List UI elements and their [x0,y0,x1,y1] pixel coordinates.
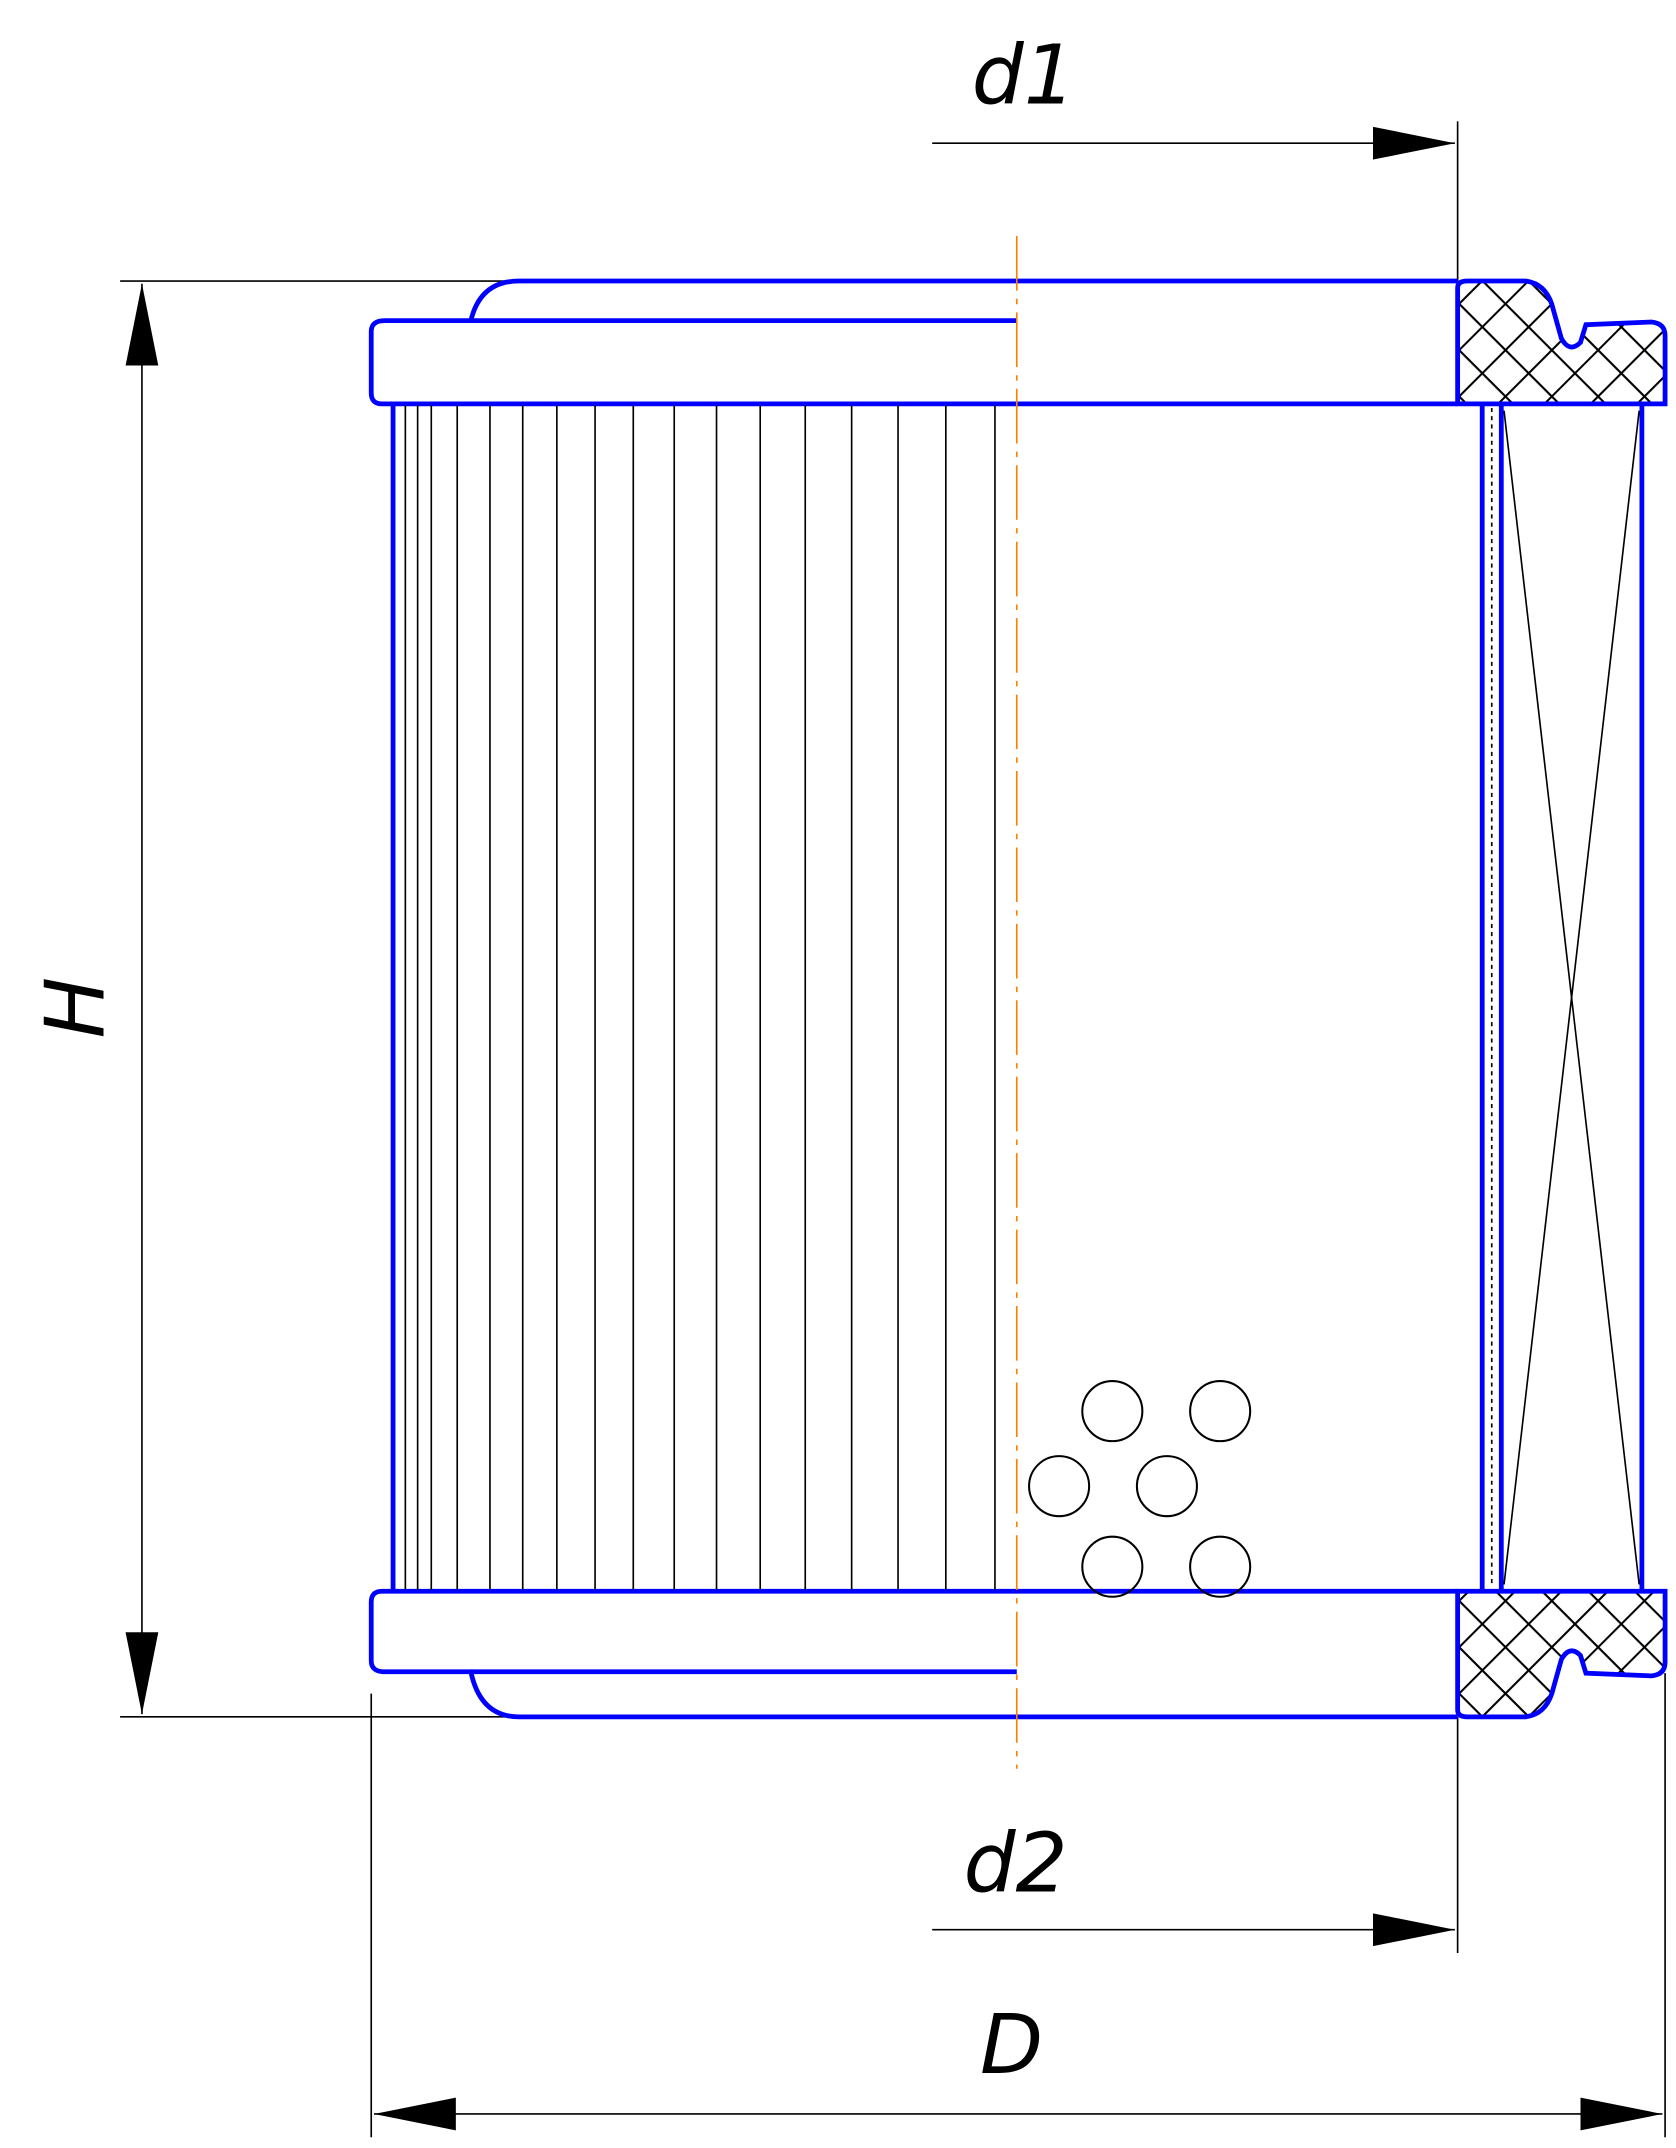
hole [1189,1535,1252,1598]
bottom-cap [368,1588,1458,1720]
dimensions [120,121,1666,2138]
core-cross [1490,407,1640,1588]
hole [1081,1380,1144,1443]
label-h: H [29,977,124,1039]
top-cap [368,278,1458,407]
label-d2: d2 [964,1817,1068,1912]
hole [1028,1455,1091,1518]
cross-line [1503,410,1640,1585]
label-d: D [980,1998,1043,2093]
bottom-seal [1455,1588,1668,1720]
top-seal [1455,278,1668,407]
perforation-holes [1028,1380,1252,1598]
hole [1135,1455,1198,1518]
hole [1081,1535,1144,1598]
label-d1: d1 [972,29,1076,124]
pleats [404,405,996,1590]
hole [1189,1380,1252,1443]
end-caps [368,278,1645,1720]
